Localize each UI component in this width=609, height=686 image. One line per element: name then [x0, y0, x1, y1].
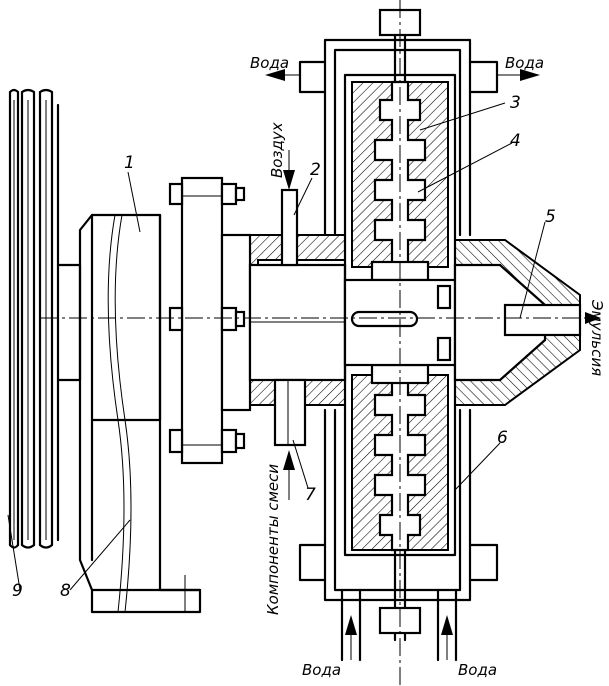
num-4: 4 [510, 131, 521, 151]
num-8: 8 [60, 581, 71, 601]
num-2: 2 [310, 160, 321, 180]
label-mix-components: Компоненты смеси [264, 464, 282, 615]
inlet-tubes [273, 188, 307, 447]
shaft-cone [343, 239, 582, 406]
leader-lines [7, 102, 546, 591]
flange [168, 176, 252, 465]
num-9: 9 [12, 581, 23, 601]
label-emulsion: Эмульсия [588, 299, 606, 376]
num-1: 1 [124, 153, 135, 173]
label-water-top-left: Вода [250, 54, 289, 72]
num-6: 6 [497, 428, 508, 448]
label-air: Воздух [268, 122, 286, 178]
num-7: 7 [305, 485, 316, 505]
num-3: 3 [510, 93, 521, 113]
flow-arrows [265, 69, 601, 660]
label-water-top-right: Вода [505, 54, 544, 72]
num-5: 5 [545, 207, 556, 227]
pulley [8, 88, 82, 549]
label-water-bottom-right: Вода [458, 661, 497, 679]
label-water-bottom-left: Вода [302, 661, 341, 679]
cooling-jacket [298, 38, 499, 662]
